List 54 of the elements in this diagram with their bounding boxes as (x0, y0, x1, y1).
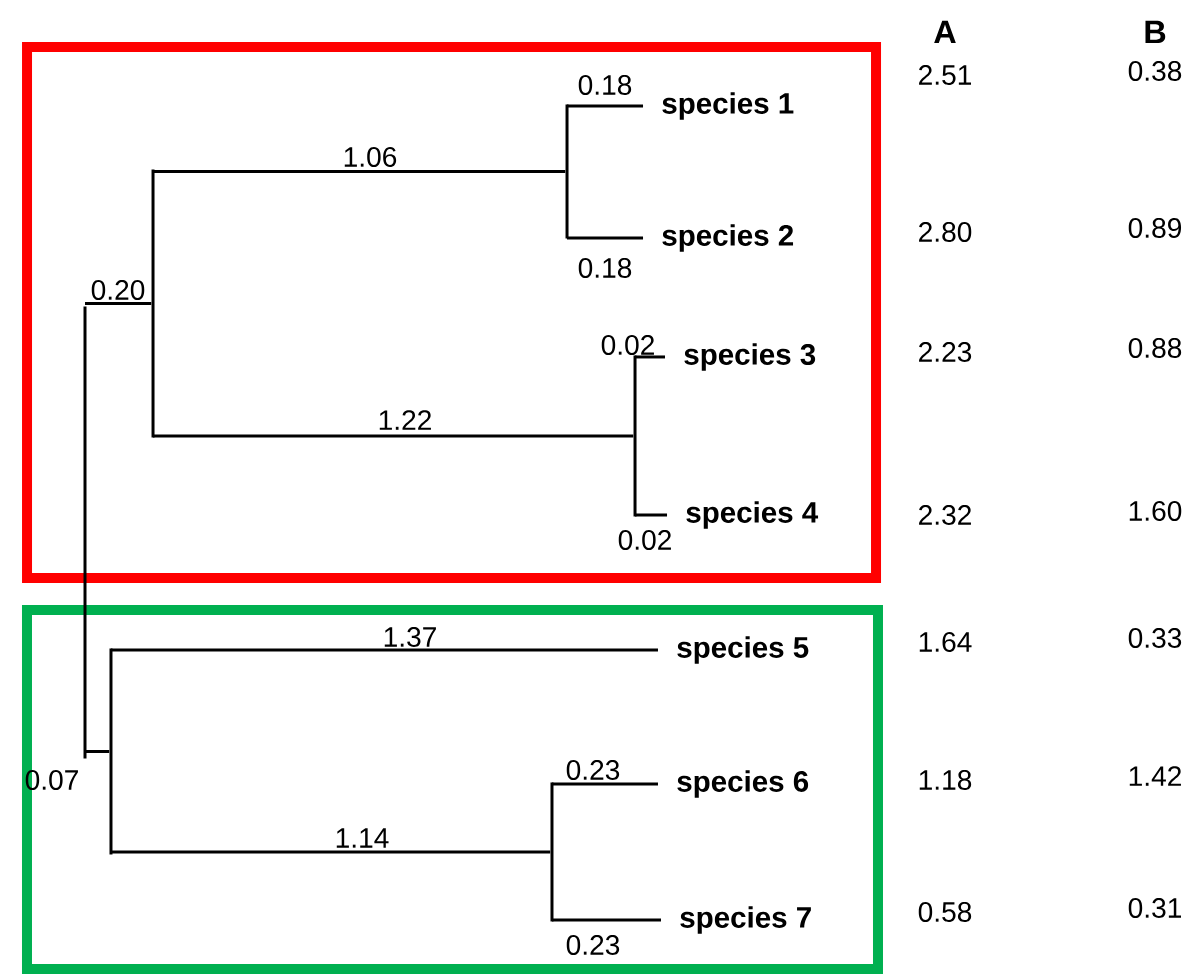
tree-branch (111, 648, 658, 652)
tree-branch (635, 513, 667, 517)
species-label: species 6 (677, 770, 809, 798)
vertical-branch (83, 306, 87, 759)
branch-length: 0.20 (91, 280, 145, 300)
tree-branch (552, 782, 658, 786)
tree-branch (567, 236, 643, 240)
vertical-branch (109, 648, 113, 855)
branch-length: 1.06 (344, 147, 397, 167)
branch-length: 0.23 (566, 935, 620, 955)
tree-branch (635, 355, 666, 359)
column-header: B (1145, 20, 1166, 44)
table-value: 0.58 (918, 902, 972, 922)
table-value: 0.31 (1128, 898, 1181, 918)
group-box (22, 41, 882, 583)
species-label: species 1 (662, 92, 794, 120)
table-value: 1.42 (1129, 766, 1181, 786)
table-value: 0.88 (1128, 338, 1182, 358)
vertical-branch (633, 355, 637, 517)
table-value: 0.38 (1128, 61, 1182, 81)
table-value: 2.51 (919, 65, 971, 85)
species-label: species 2 (662, 224, 794, 252)
table-value: 1.18 (919, 770, 972, 790)
tree-branch (567, 104, 643, 108)
column-header: A (934, 20, 956, 44)
branch-length: 0.02 (601, 335, 654, 355)
table-value: 2.23 (919, 342, 972, 362)
table-value: 2.32 (919, 505, 971, 525)
species-label: species 3 (684, 343, 816, 371)
group-box (22, 604, 883, 974)
table-value: 1.64 (919, 632, 972, 652)
table-value: 0.33 (1128, 628, 1182, 648)
species-label: species 7 (680, 906, 811, 934)
branch-length: 1.14 (336, 828, 389, 848)
vertical-branch (151, 169, 155, 438)
tree-branch (111, 850, 551, 854)
vertical-branch (565, 104, 569, 239)
branch-length: 0.18 (578, 258, 632, 278)
branch-length: 1.22 (379, 410, 431, 430)
vertical-branch (550, 782, 554, 922)
species-label: species 5 (677, 636, 809, 664)
branch-length: 0.23 (566, 760, 620, 780)
tree-branch (85, 302, 152, 305)
tree-branch (552, 918, 661, 922)
table-value: 1.60 (1129, 501, 1182, 521)
tree-branch (85, 750, 110, 753)
tree-branch (153, 434, 634, 438)
tree-branch (153, 170, 566, 173)
branch-length: 0.18 (578, 75, 632, 95)
table-value: 0.89 (1128, 218, 1182, 238)
table-value: 2.80 (919, 222, 972, 242)
species-label: species 4 (686, 501, 819, 529)
branch-length: 0.02 (618, 530, 671, 550)
branch-length: 1.37 (384, 627, 436, 647)
